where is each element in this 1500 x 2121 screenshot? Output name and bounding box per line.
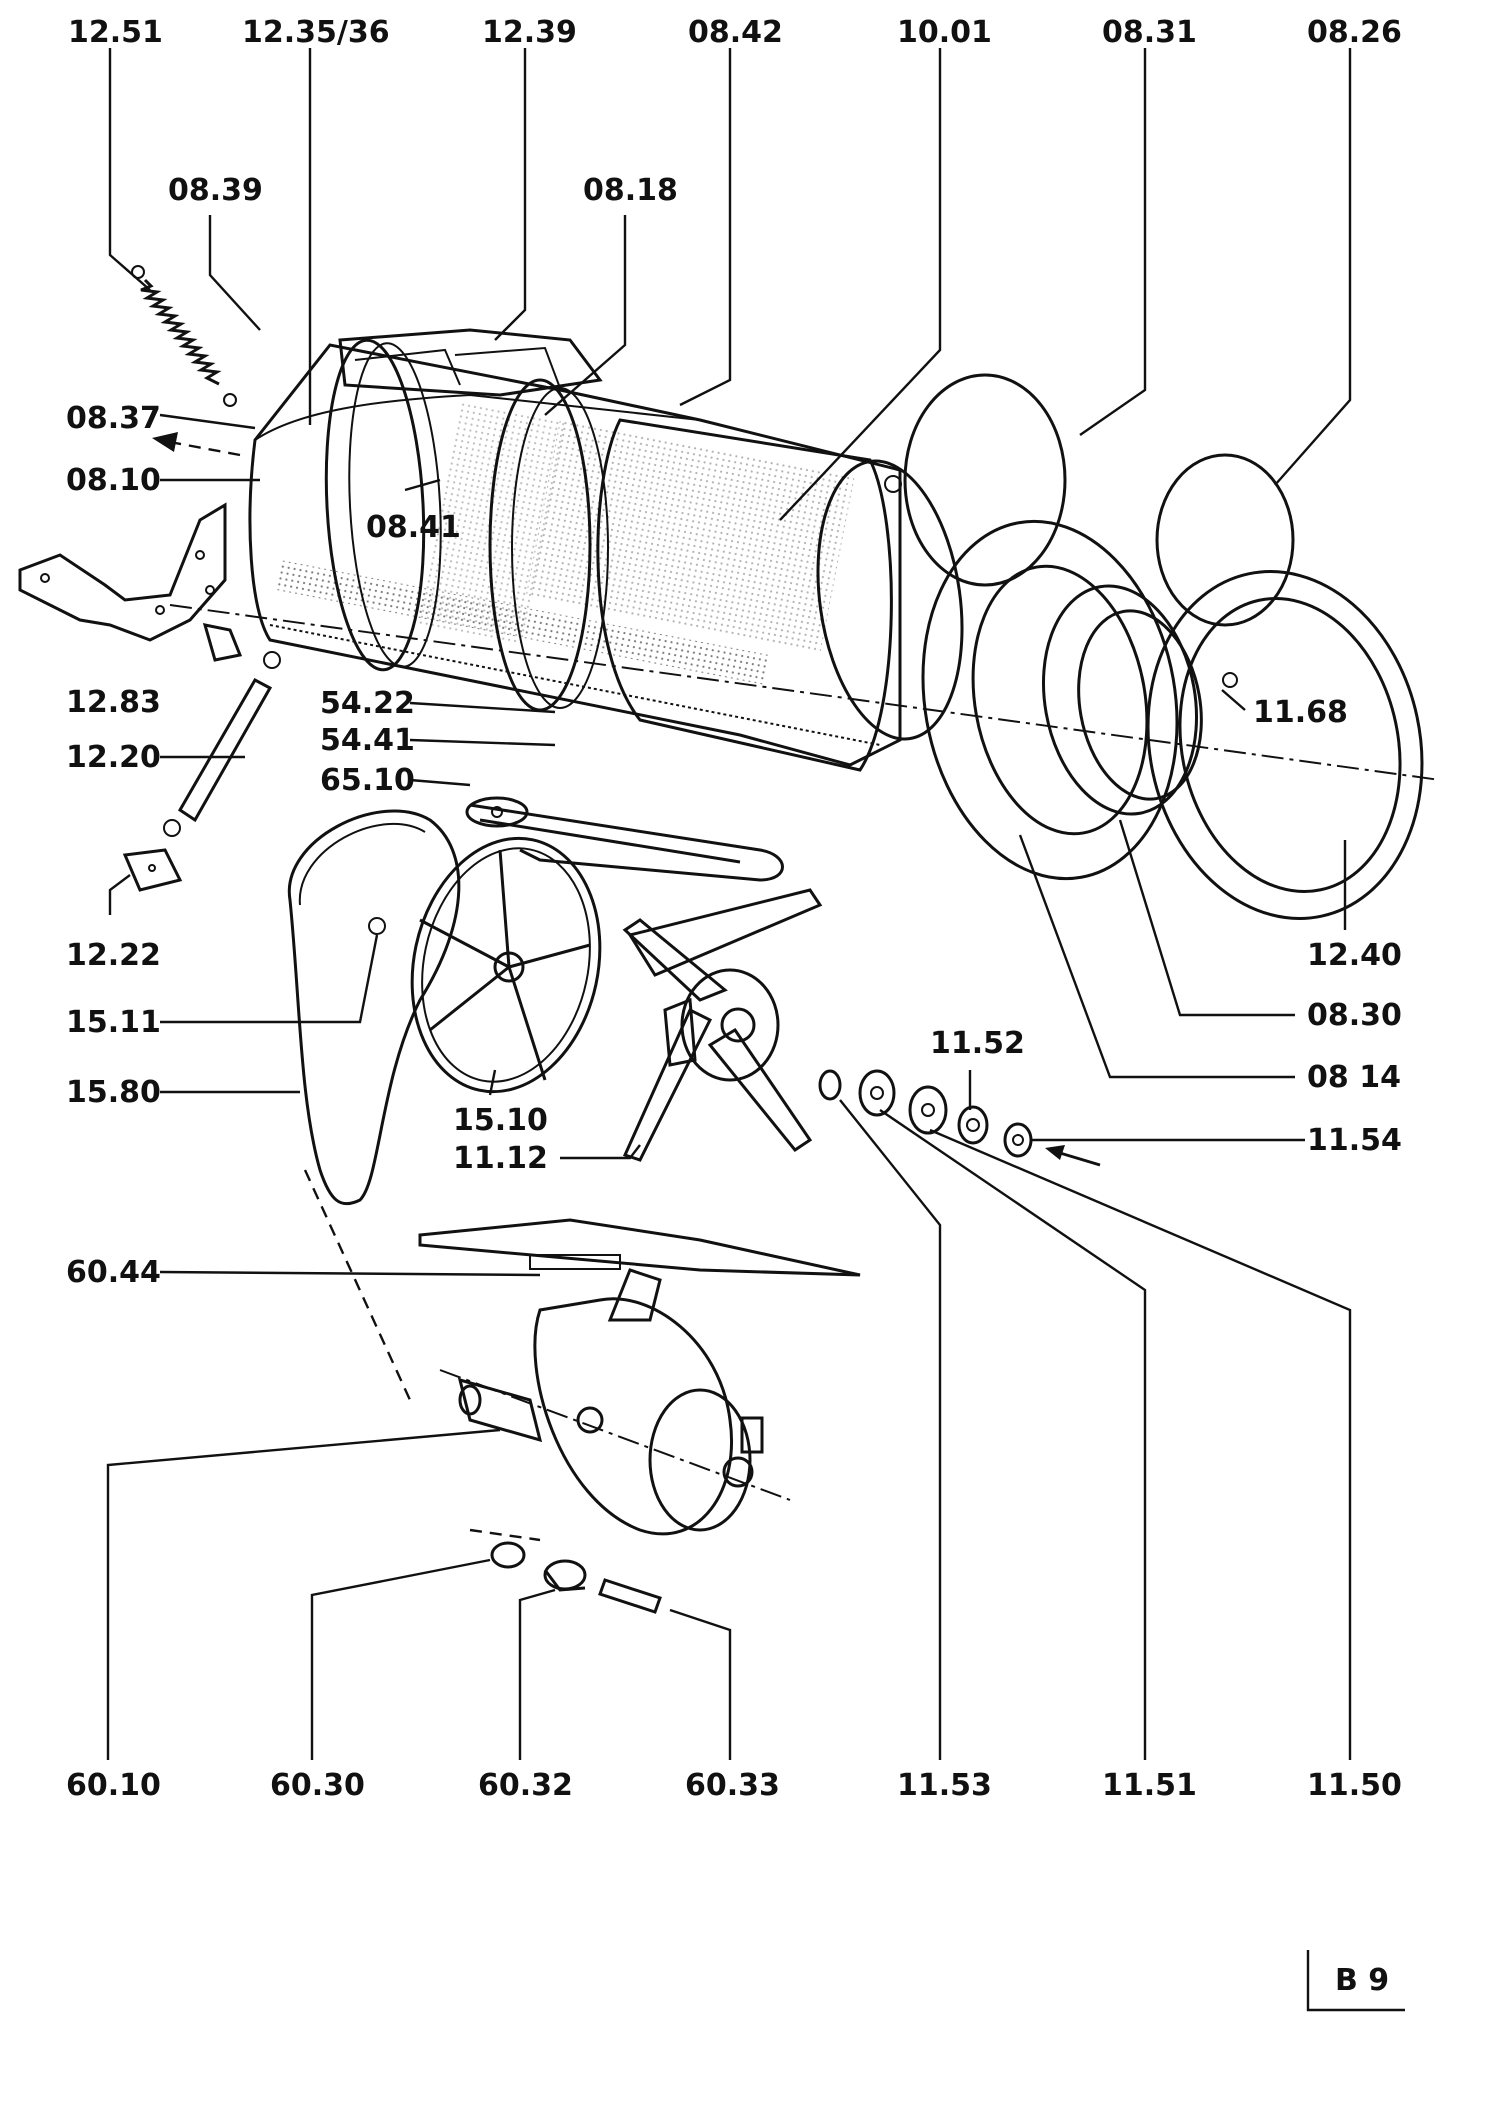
callout-60-44: 60.44 xyxy=(66,1255,161,1290)
drive-motor xyxy=(457,1268,764,1536)
callout-08-14: 08 14 xyxy=(1307,1060,1401,1095)
callout-11-50: 11.50 xyxy=(1307,1768,1402,1803)
callout-15-11: 15.11 xyxy=(66,1005,161,1040)
callout-12-39: 12.39 xyxy=(482,15,577,50)
mounting-bracket xyxy=(18,502,227,642)
callout-08-30: 08.30 xyxy=(1307,998,1402,1033)
counterweight-block xyxy=(338,328,603,397)
callout-08-39: 08.39 xyxy=(168,173,263,208)
callout-08-37: 08.37 xyxy=(66,401,161,436)
callout-60-33: 60.33 xyxy=(685,1768,780,1803)
drum-spider xyxy=(622,888,823,1162)
door-seal-0830 xyxy=(1041,584,1203,816)
callout-60-30: 60.30 xyxy=(270,1768,365,1803)
callout-11-53: 11.53 xyxy=(897,1768,992,1803)
drive-belt xyxy=(287,809,461,1206)
callout-11-52: 11.52 xyxy=(930,1026,1025,1061)
callout-12-83: 12.83 xyxy=(66,685,161,720)
callout-15-10: 15.10 xyxy=(453,1103,548,1138)
leader-lines xyxy=(106,48,1352,1760)
callout-11-54: 11.54 xyxy=(1307,1123,1402,1158)
callout-08-42: 08.42 xyxy=(688,15,783,50)
circlip xyxy=(818,1069,842,1101)
pull-arrow xyxy=(152,432,241,457)
callout-15-80: 15.80 xyxy=(66,1075,161,1110)
callout-54-22: 54.22 xyxy=(320,686,415,721)
motor-mount-plate xyxy=(418,1218,861,1277)
drum-cylinder xyxy=(596,418,964,772)
bearing-1150 xyxy=(908,1085,948,1135)
drum-pulley xyxy=(410,836,602,1094)
washer-1154 xyxy=(1003,1122,1033,1158)
belt-washer xyxy=(368,917,386,935)
callout-65-10: 65.10 xyxy=(320,763,415,798)
page-label-box: B 9 xyxy=(1306,1950,1405,2012)
callout-12-40: 12.40 xyxy=(1307,938,1402,973)
damper-clip xyxy=(122,848,183,892)
pin-6033 xyxy=(598,1578,662,1614)
callout-60-32: 60.32 xyxy=(478,1768,573,1803)
bearing-1151 xyxy=(858,1069,896,1117)
bush-6032 xyxy=(543,1559,587,1592)
callout-12-51: 12.51 xyxy=(68,15,163,50)
callout-08-18: 08.18 xyxy=(583,173,678,208)
callout-08-31: 08.31 xyxy=(1102,15,1197,50)
assembly-arrow xyxy=(1045,1145,1101,1167)
callout-10-01: 10.01 xyxy=(897,15,992,50)
brush-holder-6030 xyxy=(490,1541,526,1569)
tub-front-flange xyxy=(921,519,1179,881)
callout-08-26: 08.26 xyxy=(1307,15,1402,50)
callout-11-12: 11.12 xyxy=(453,1141,548,1176)
callout-12-20: 12.20 xyxy=(66,740,161,775)
callout-60-10: 60.10 xyxy=(66,1768,161,1803)
suspension-spring xyxy=(131,265,237,407)
drum-band-rear xyxy=(324,338,442,672)
callout-12-22: 12.22 xyxy=(66,938,161,973)
heating-element xyxy=(465,796,784,882)
front-ring-1240 xyxy=(1146,570,1424,920)
callout-11-51: 11.51 xyxy=(1102,1768,1197,1803)
front-gasket-0826 xyxy=(1155,453,1295,627)
callout-08-41: 08.41 xyxy=(366,510,461,545)
callout-08-10: 08.10 xyxy=(66,463,161,498)
tub-assembly xyxy=(248,343,902,767)
motor-dash-line xyxy=(469,1528,541,1542)
callout-11-68: 11.68 xyxy=(1253,695,1348,730)
rear-gasket-0831 xyxy=(903,373,1067,587)
motor-axis xyxy=(303,1169,791,1501)
callout-12-35-36: 12.35/36 xyxy=(242,15,390,50)
callout-54-41: 54.41 xyxy=(320,723,415,758)
seal-1152 xyxy=(957,1105,989,1145)
shock-absorber xyxy=(163,623,281,837)
drum-axis xyxy=(169,604,1441,781)
page-label: B 9 xyxy=(1335,1963,1389,1998)
